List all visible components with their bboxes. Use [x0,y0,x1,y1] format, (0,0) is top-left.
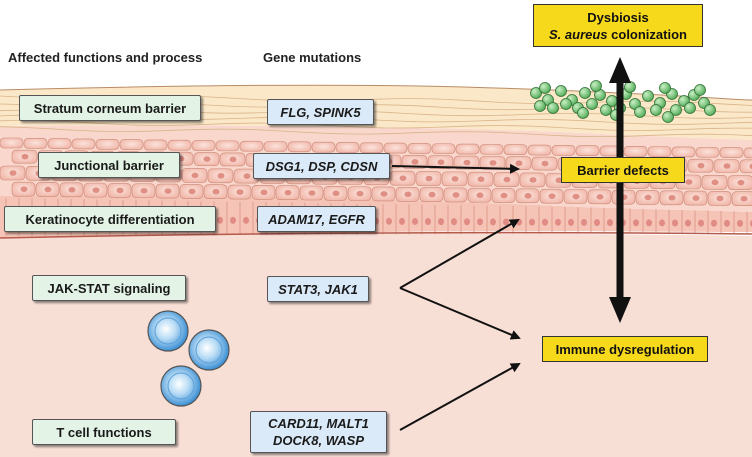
arrow-jakstat-to-immune [399,287,521,340]
gene-dsg1-dsp-cdsn: DSG1, DSP, CDSN [253,153,390,179]
gene-card11-malt1-dock8-wasp: CARD11, MALT1 DOCK8, WASP [250,411,387,453]
function-stratum-corneum: Stratum corneum barrier [19,95,201,121]
outcome-dysbiosis: Dysbiosis S. aureus colonization [533,4,703,47]
gene-flg-spink5: FLG, SPINK5 [267,99,374,125]
arrows [391,163,521,431]
t-cell [160,365,202,407]
t-cells [147,310,230,407]
function-junctional-barrier: Junctional barrier [38,152,180,178]
outcome-barrier-defects: Barrier defects [561,157,685,183]
header-mutations: Gene mutations [263,50,362,65]
gene-dock8-wasp: DOCK8, WASP [272,433,364,448]
arrow-jakstat-to-barrier [399,219,520,289]
arrow-junctional-to-barrier [391,163,520,174]
t-cell [147,310,189,352]
function-keratinocyte-differentiation: Keratinocyte differentiation [4,206,216,232]
header-functions: Affected functions and process [8,50,203,65]
t-cell [188,329,230,371]
gene-adam17-egfr: ADAM17, EGFR [257,206,376,232]
gene-stat3-jak1: STAT3, JAK1 [267,276,369,302]
function-jak-stat: JAK-STAT signaling [32,275,186,301]
outcome-immune-dysregulation: Immune dysregulation [542,336,708,362]
dysbiosis-title: Dysbiosis [587,9,649,25]
arrow-tcell-to-immune [399,363,521,431]
gene-card11-malt1: CARD11, MALT1 [268,416,369,431]
dysbiosis-subtitle: S. aureus colonization [549,26,687,42]
function-t-cell: T cell functions [32,419,176,445]
